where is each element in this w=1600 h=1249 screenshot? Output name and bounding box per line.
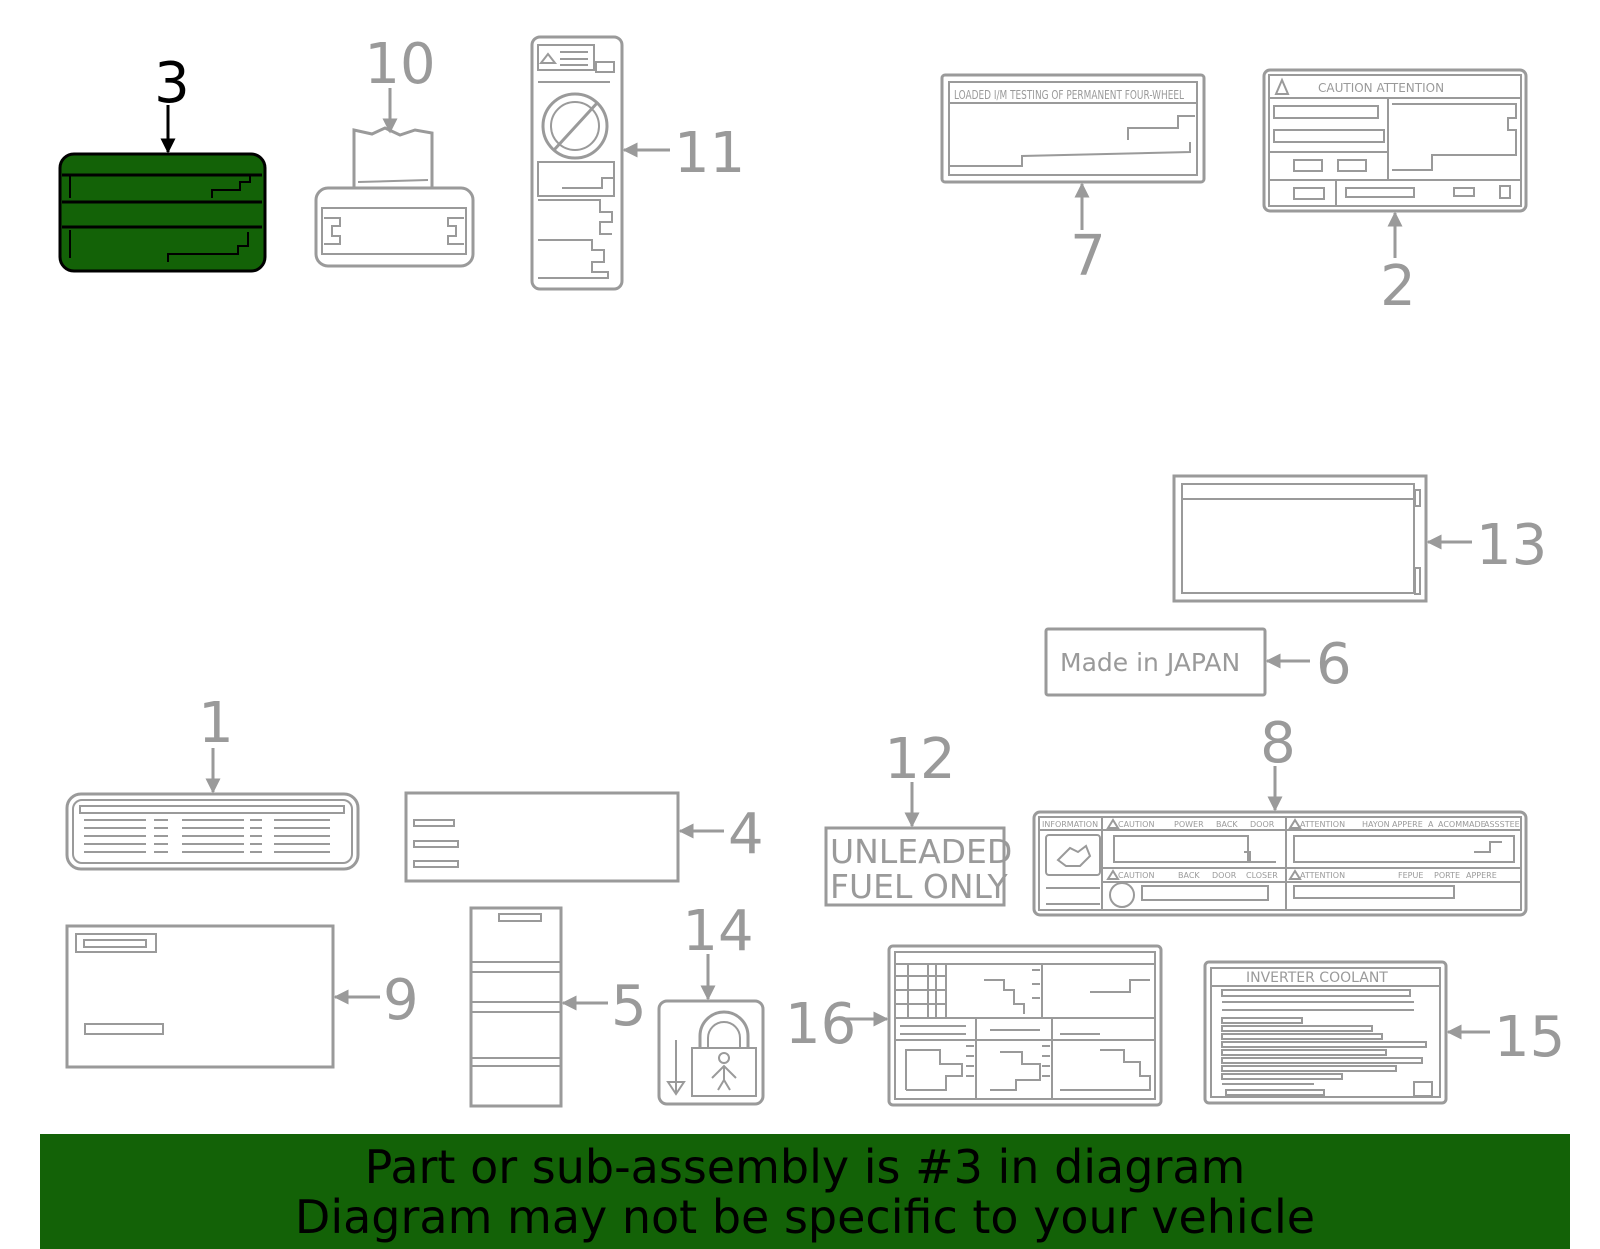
label-7-text: LOADED I/M TESTING OF PERMANENT FOUR-WHE… [954, 88, 1184, 102]
part-11-label[interactable] [530, 35, 624, 291]
callout-5: 5 [611, 974, 647, 1039]
down-arrow-icon [666, 1081, 686, 1096]
label-12-line1: UNLEADED [830, 832, 1012, 871]
label-8-attention-2: ATTENTION [1300, 871, 1345, 880]
prohibited-icon [1109, 882, 1135, 908]
callout-16: 16 [785, 992, 856, 1057]
label-8-back-1: BACK [1216, 820, 1238, 829]
label-12-line2: FUEL ONLY [830, 867, 1009, 906]
label-8-appere-2: APPERE [1466, 871, 1497, 880]
part-3-label[interactable] [58, 152, 267, 273]
label-8-power: POWER [1174, 820, 1204, 829]
label-8-porte: PORTE [1434, 871, 1460, 880]
part-9-label[interactable] [65, 924, 335, 1069]
label-8-information: INFORMATION [1042, 820, 1098, 829]
part-12-label[interactable]: UNLEADED FUEL ONLY [824, 826, 1012, 907]
part-8-label[interactable]: INFORMATION CAUTION POWER BACK DOOR ATTE… [1032, 810, 1528, 917]
callout-3: 3 [154, 51, 190, 116]
callout-9: 9 [383, 968, 419, 1033]
label-6-text: Made in JAPAN [1060, 648, 1240, 677]
part-10-label[interactable] [314, 126, 475, 268]
part-7-label[interactable]: LOADED I/M TESTING OF PERMANENT FOUR-WHE… [940, 73, 1206, 184]
label-15-text: INVERTER COOLANT [1246, 970, 1388, 986]
label-8-attention-1: ATTENTION [1300, 820, 1345, 829]
part-6-label[interactable]: Made in JAPAN [1044, 627, 1267, 697]
callout-8: 8 [1260, 711, 1296, 776]
callout-13: 13 [1476, 513, 1547, 578]
callout-7: 7 [1070, 224, 1106, 289]
callout-2: 2 [1380, 254, 1416, 319]
banner-line-1: Part or sub-assembly is #3 in diagram [364, 1140, 1246, 1194]
callout-12: 12 [884, 727, 955, 792]
label-8-door-1: DOOR [1250, 820, 1275, 829]
label-8-door-2: DOOR [1212, 871, 1237, 880]
label-8-a: A [1428, 820, 1434, 829]
child-figure-icon [718, 1052, 730, 1064]
part-5-label[interactable] [469, 906, 563, 1108]
callout-4: 4 [728, 802, 764, 867]
callout-6: 6 [1316, 632, 1352, 697]
callout-15: 15 [1494, 1005, 1565, 1070]
part-14-label[interactable] [657, 999, 765, 1106]
part-13-label[interactable] [1172, 474, 1428, 603]
part-4-label[interactable] [404, 791, 680, 883]
part-16-label[interactable] [887, 944, 1163, 1107]
hand-icon [1045, 834, 1101, 876]
callout-10: 10 [364, 32, 435, 97]
info-banner: Part or sub-assembly is #3 in diagram Di… [40, 1134, 1570, 1249]
part-2-label[interactable]: CAUTION ATTENTION [1262, 68, 1528, 213]
label-8-assstee: ASSSTEE [1484, 820, 1520, 829]
part-15-label[interactable]: INVERTER COOLANT [1203, 960, 1448, 1105]
label-8-caution-1: CAUTION [1118, 820, 1154, 829]
label-8-back-2: BACK [1178, 871, 1200, 880]
callout-1: 1 [198, 691, 234, 756]
label-8-appere-1: APPERE [1392, 820, 1423, 829]
part-1-label[interactable] [65, 792, 360, 871]
callout-14: 14 [682, 899, 753, 964]
label-8-caution-2: CAUTION [1118, 871, 1154, 880]
label-8-acommade: ACOMMADE [1438, 820, 1486, 829]
label-8-hayon: HAYON [1362, 820, 1390, 829]
label-8-fepue: FEPUE [1398, 871, 1423, 880]
label-2-text: CAUTION ATTENTION [1318, 81, 1444, 95]
label-8-closer: CLOSER [1246, 871, 1278, 880]
callout-11: 11 [674, 121, 745, 186]
banner-line-2: Diagram may not be specific to your vehi… [294, 1190, 1316, 1244]
